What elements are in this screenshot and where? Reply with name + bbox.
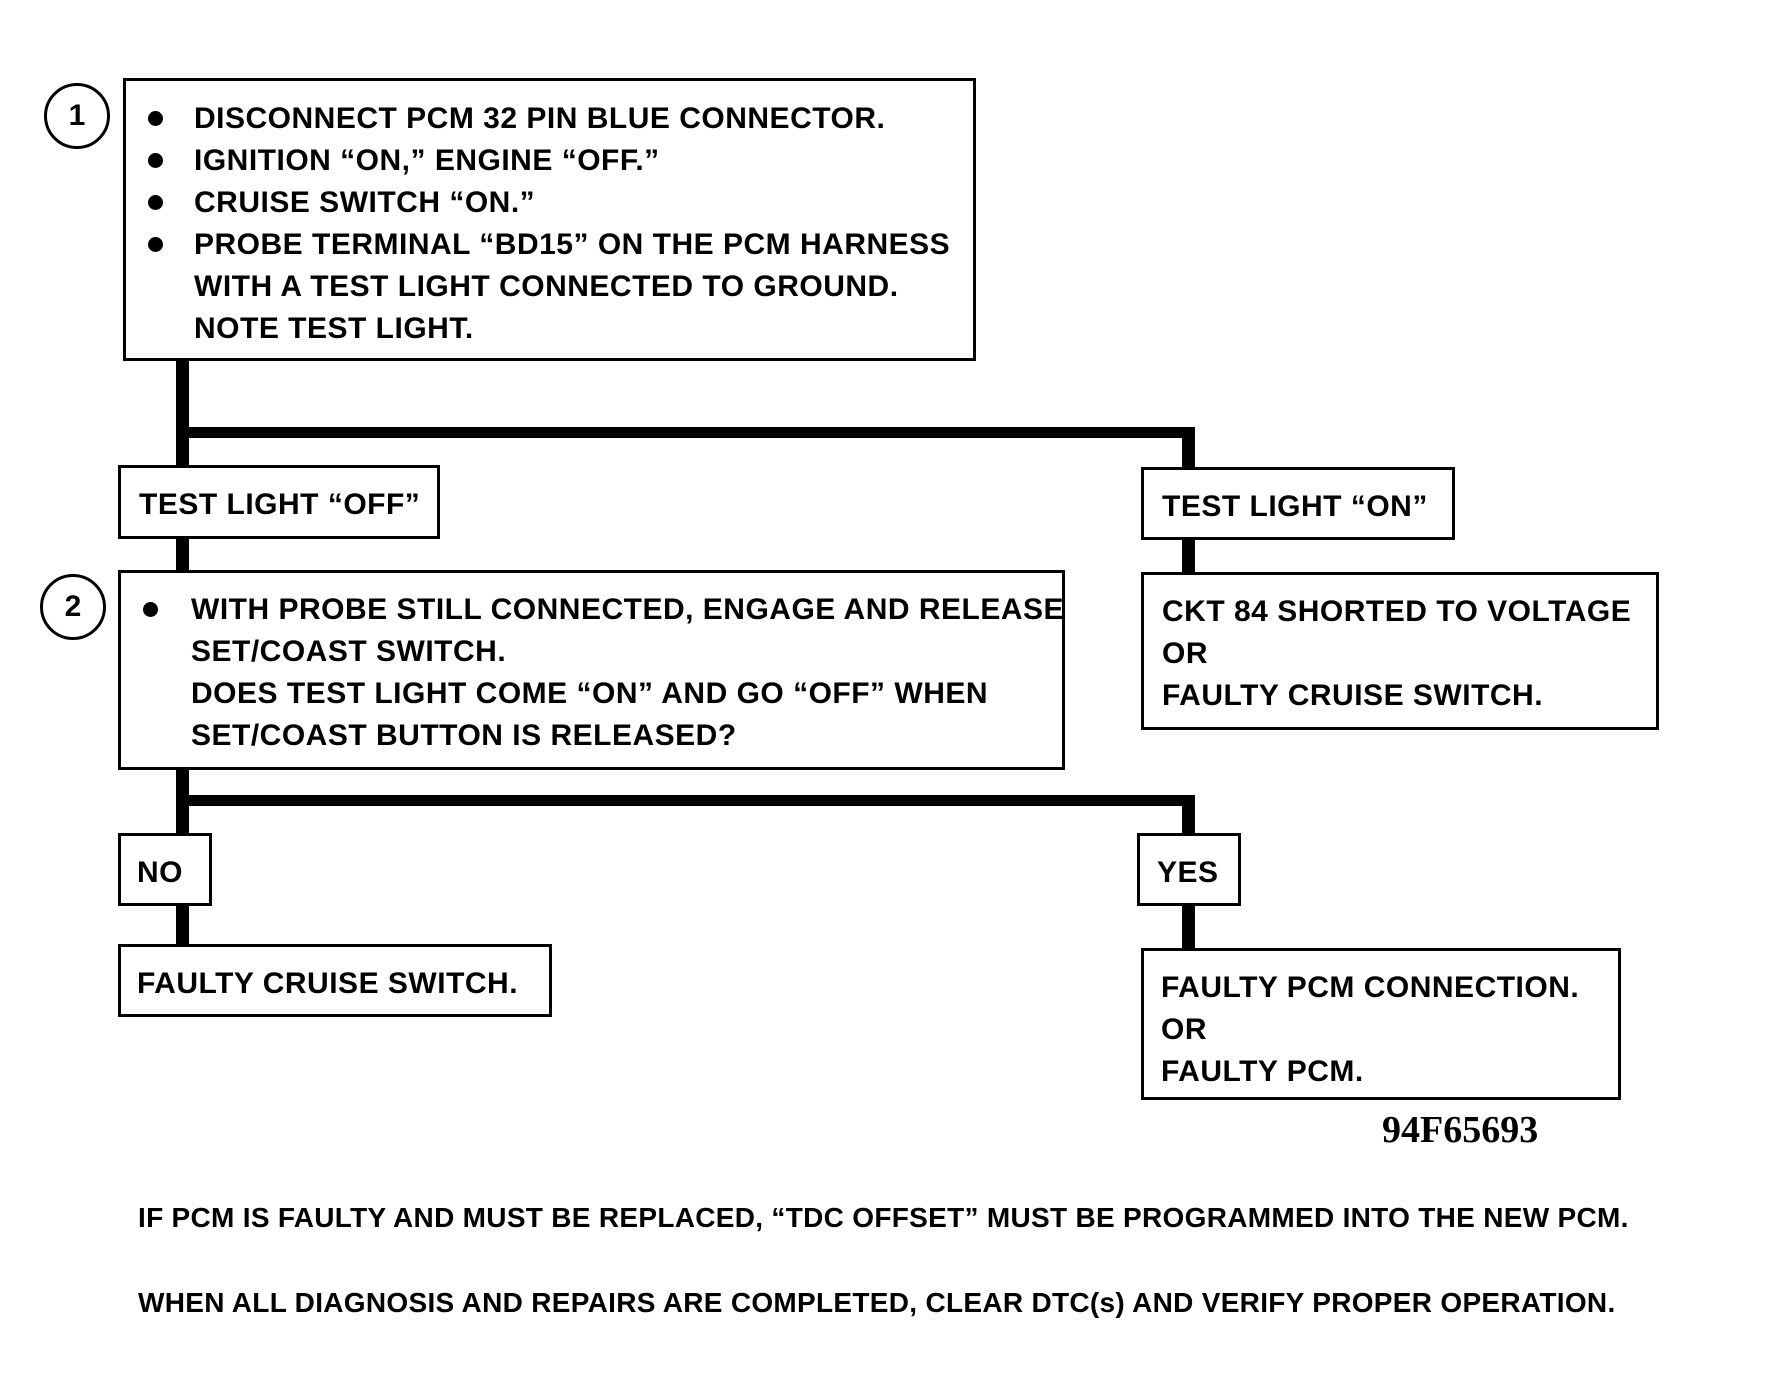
- step-1-line: IGNITION “ON,” ENGINE “OFF.”: [126, 140, 973, 182]
- result-line: FAULTY PCM.: [1161, 1055, 1364, 1088]
- step-1-line: NOTE TEST LIGHT.: [194, 312, 474, 345]
- step-2-box: WITH PROBE STILL CONNECTED, ENGAGE AND R…: [118, 570, 1065, 770]
- faulty-cruise-switch-result: FAULTY CRUISE SWITCH.: [118, 944, 552, 1017]
- step-1-line: PROBE TERMINAL “BD15” ON THE PCM HARNESS: [126, 224, 973, 266]
- step-2-line: SET/COAST SWITCH.: [191, 635, 507, 668]
- step-2-line: SET/COAST BUTTON IS RELEASED?: [191, 719, 737, 752]
- step-2-marker: 2: [40, 574, 106, 640]
- test-light-on-label: TEST LIGHT “ON”: [1141, 467, 1455, 540]
- pcm-replacement-note: IF PCM IS FAULTY AND MUST BE REPLACED, “…: [138, 1202, 1629, 1233]
- step-2-line: DOES TEST LIGHT COME “ON” AND GO “OFF” W…: [191, 677, 989, 710]
- step-2-line: WITH PROBE STILL CONNECTED, ENGAGE AND R…: [121, 589, 1064, 631]
- connector-branch2-right-down: [1182, 795, 1195, 835]
- connector-yes-to-result: [1182, 902, 1195, 952]
- result-line: FAULTY CRUISE SWITCH.: [1162, 679, 1544, 712]
- no-label: NO: [118, 833, 212, 906]
- step-1-line: DISCONNECT PCM 32 PIN BLUE CONNECTOR.: [126, 98, 973, 140]
- connector-branch1-right-down: [1182, 427, 1195, 467]
- step-1-line: CRUISE SWITCH “ON.”: [126, 182, 973, 224]
- test-light-off-label: TEST LIGHT “OFF”: [118, 465, 440, 539]
- connector-no-to-result: [176, 902, 189, 948]
- result-line: CKT 84 SHORTED TO VOLTAGE: [1162, 595, 1632, 628]
- step-1-box: DISCONNECT PCM 32 PIN BLUE CONNECTOR. IG…: [123, 78, 976, 361]
- step-1-marker: 1: [44, 83, 110, 149]
- clear-dtc-note: WHEN ALL DIAGNOSIS AND REPAIRS ARE COMPL…: [138, 1287, 1616, 1318]
- result-line: OR: [1161, 1013, 1207, 1046]
- step-1-line: WITH A TEST LIGHT CONNECTED TO GROUND.: [194, 270, 899, 303]
- connector-step1-down: [176, 358, 189, 472]
- yes-label: YES: [1137, 833, 1241, 906]
- figure-id: 94F65693: [1382, 1109, 1539, 1151]
- connector-off-to-step2: [176, 538, 189, 572]
- result-line: OR: [1162, 637, 1208, 670]
- shorted-or-faulty-switch-result: CKT 84 SHORTED TO VOLTAGE OR FAULTY CRUI…: [1141, 572, 1659, 730]
- connector-branch2-horizontal: [176, 795, 1194, 806]
- result-line: FAULTY PCM CONNECTION.: [1161, 971, 1580, 1004]
- faulty-pcm-result: FAULTY PCM CONNECTION. OR FAULTY PCM.: [1141, 948, 1621, 1100]
- connector-on-to-result: [1182, 538, 1195, 574]
- connector-branch1-horizontal: [176, 427, 1194, 438]
